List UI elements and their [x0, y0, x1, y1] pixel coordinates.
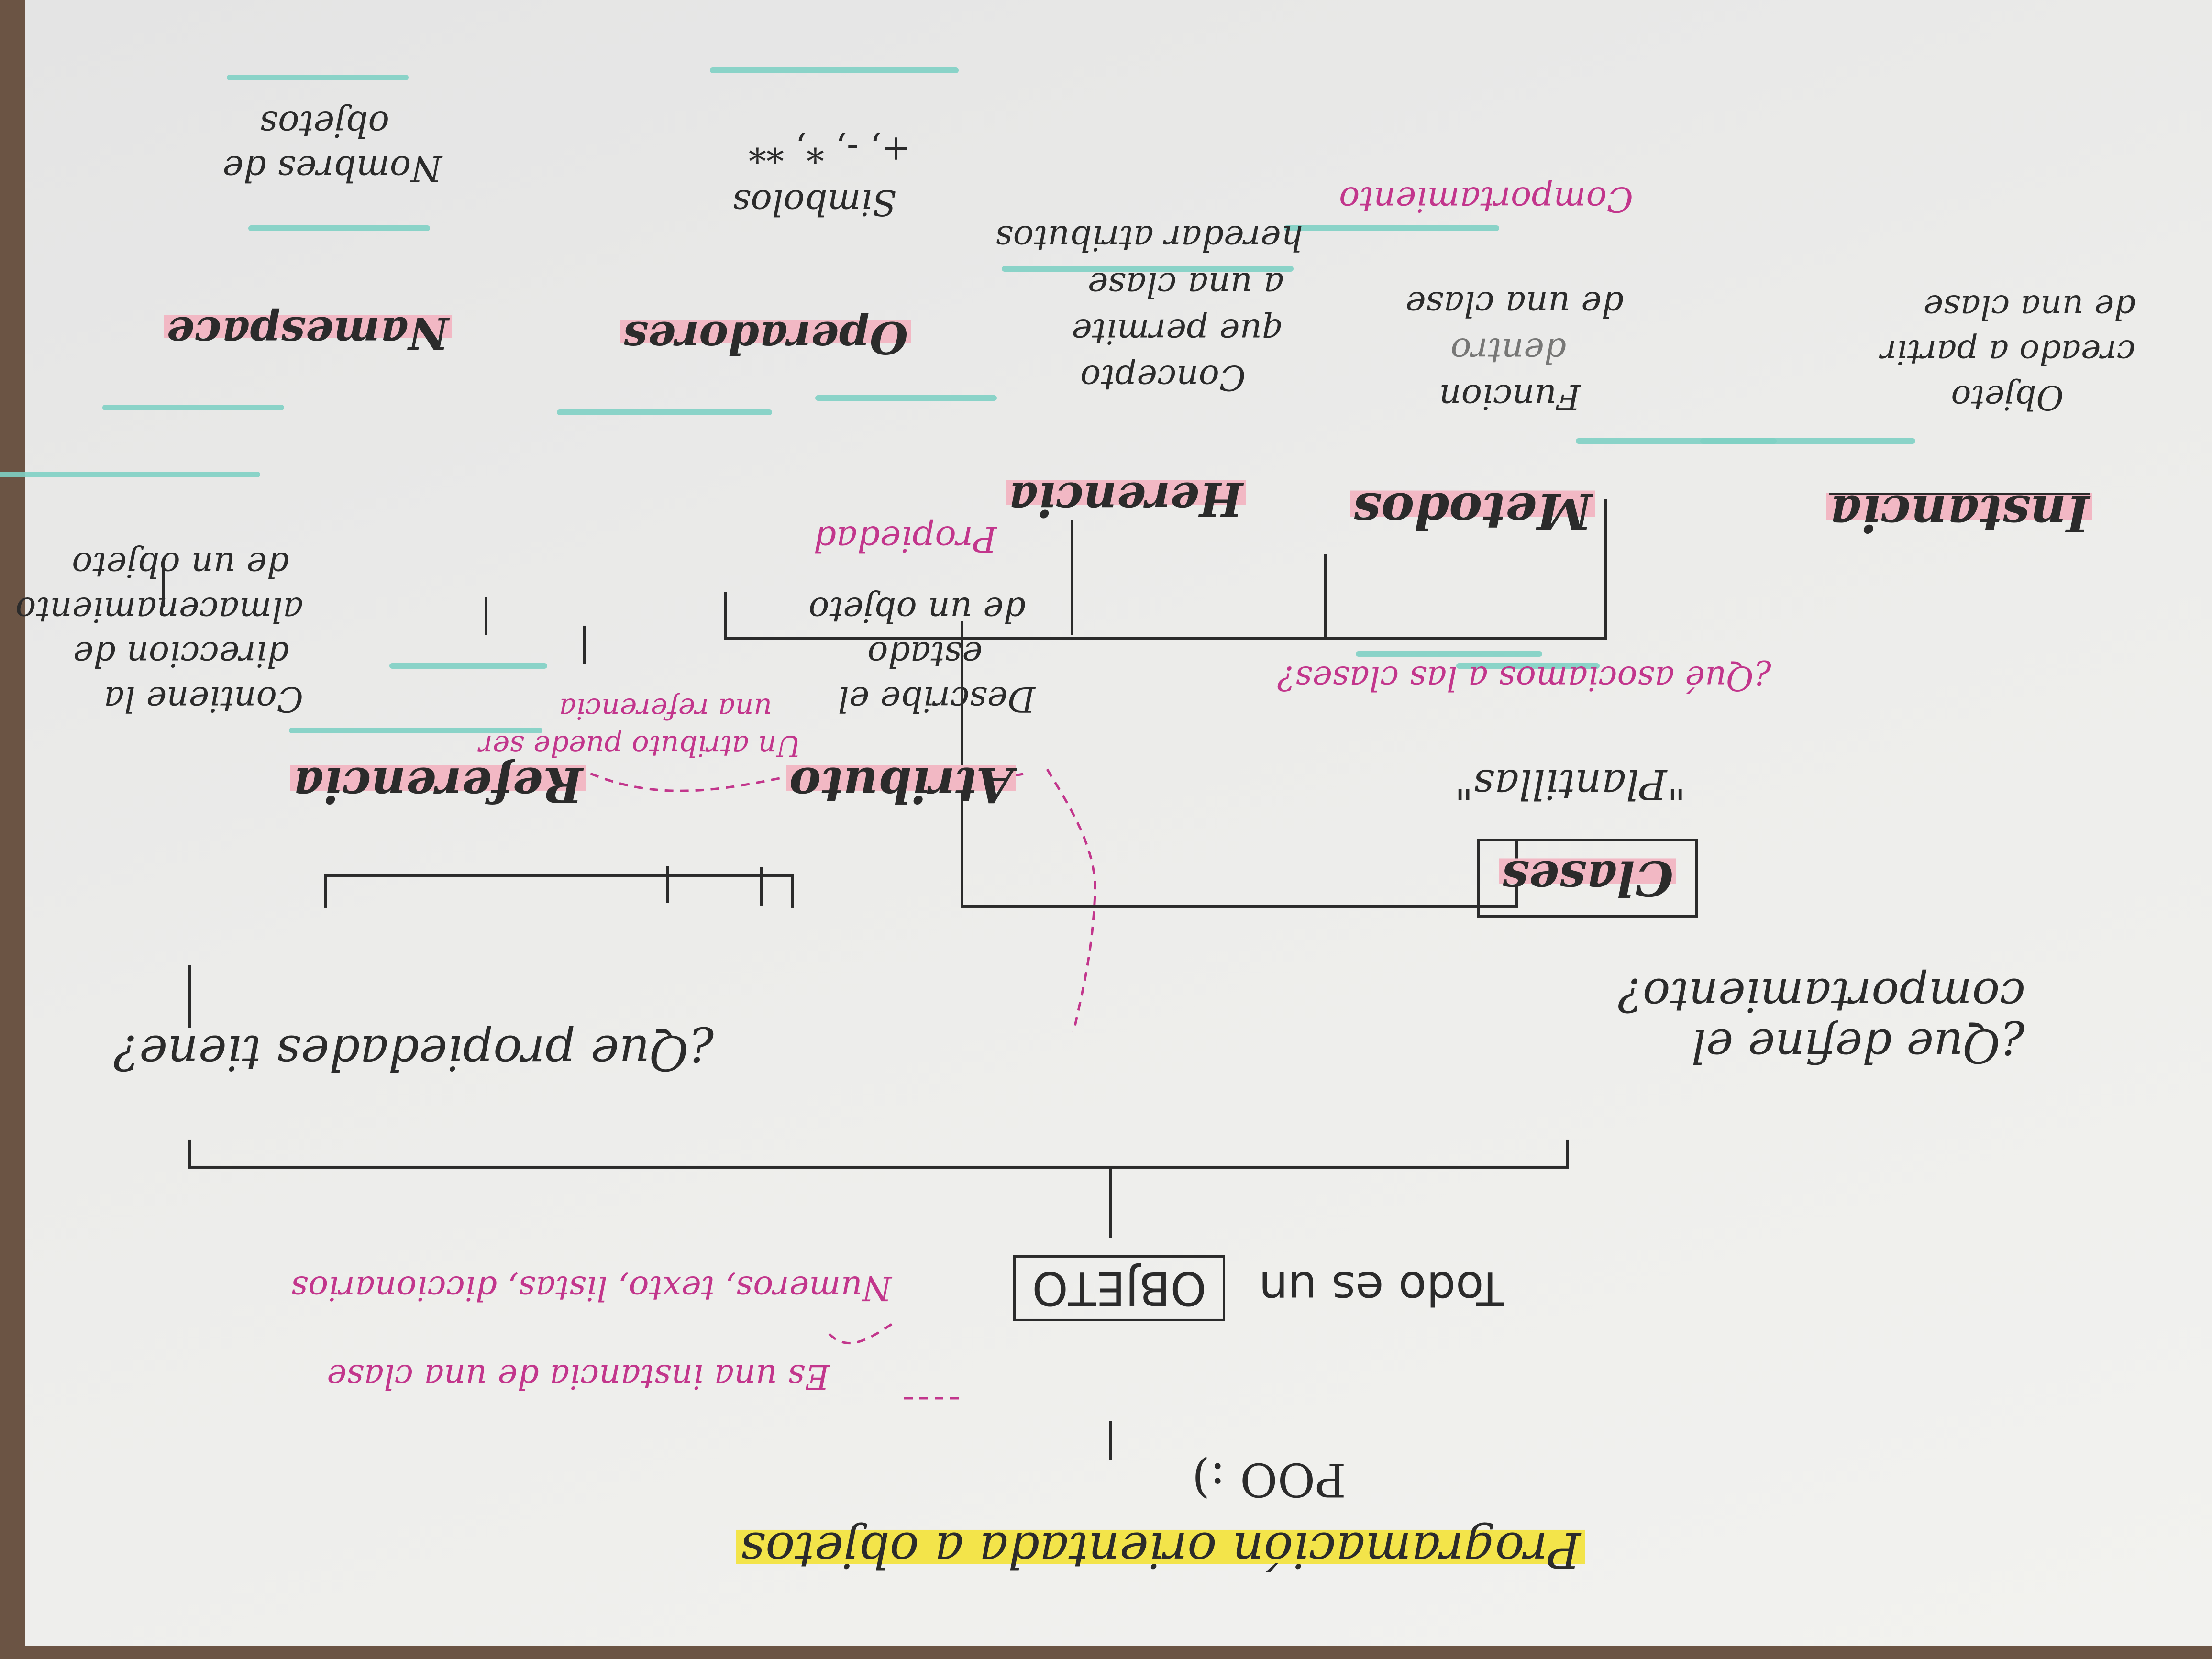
accent-stroke [1284, 225, 1499, 231]
plantillas-label: "Plantillas" [1454, 760, 1686, 808]
herencia-desc-3: a una clase [1087, 265, 1284, 305]
root-prefix: Todo es un [1259, 1261, 1504, 1315]
page-subtitle: POO :) [1192, 1453, 1346, 1506]
herencia-desc: Concepto que permite a una clase heredar… [995, 215, 1303, 401]
page-title: Programación orientada a objetos [735, 1521, 1585, 1578]
root-note-types: Numeros, texto, listas, diccionarios [291, 1269, 892, 1308]
title-text: Programación orientada a objetos [735, 1521, 1585, 1578]
referencia-desc-2: direccion de [73, 634, 289, 675]
notebook-page [25, 0, 2212, 1646]
metodos-note: Comportamiento [1339, 179, 1633, 220]
clases-node: Clases [1477, 839, 1698, 918]
instancia-desc-1: Objeto [1951, 378, 2064, 417]
atributo-node: Atributo [786, 757, 1016, 813]
herencia-desc-1: Concepto [1080, 358, 1246, 398]
link-note: Un atributo puede ser una referencia [479, 690, 801, 764]
accent-stroke [815, 395, 997, 401]
namespace-desc: Nombres de objetos [222, 102, 442, 190]
subtitle-text: POO :) [1192, 1453, 1346, 1506]
atributo-desc-1: Describe el [838, 679, 1035, 719]
herencia-desc-2: que permite [1072, 311, 1284, 352]
referencia-desc-3: almacenamiento [15, 589, 303, 630]
instancia-desc-3: de una clase [1923, 288, 2135, 327]
instancia-desc-2: creado a partir [1880, 332, 2135, 372]
referencia-label: Referencia [289, 757, 586, 813]
namespace-desc-2: objetos [260, 103, 389, 145]
operadores-desc-1: Simbolos [732, 182, 896, 223]
accent-stroke [248, 225, 430, 231]
referencia-desc-1: Contiene la [103, 679, 303, 719]
root-node: Todo es un OBJETO [1013, 1255, 1504, 1321]
namespace-label: Namespace [164, 307, 452, 359]
accent-stroke [1356, 651, 1542, 657]
link-note-1: Un atributo puede ser [479, 729, 801, 763]
accent-stroke [102, 405, 284, 410]
herencia-label: Herencia [1005, 472, 1246, 526]
operadores-desc: Simbolos +, -, *, ** [732, 122, 911, 229]
metodos-desc-3: de una clase [1405, 284, 1624, 324]
atributo-desc-2: estado [867, 634, 983, 675]
atributo-note: Propiedad [813, 518, 997, 559]
link-note-2: una referencia [559, 692, 772, 725]
metodos-node: Metodos [1350, 482, 1595, 541]
atributo-desc: Describe el estado de un objeto [808, 587, 1035, 721]
herencia-node: Herencia [1005, 472, 1246, 526]
atributo-desc-3: de un objeto [808, 589, 1026, 630]
operadores-node: Operadores [620, 312, 911, 364]
metodos-label: Metodos [1350, 482, 1595, 541]
asociamos-question: ¿Qué asociamos a las clases? [1277, 659, 1772, 698]
instancia-label: Instancia [1826, 484, 2092, 543]
accent-stroke [1576, 438, 1777, 444]
namespace-node: Namespace [164, 307, 452, 359]
accent-stroke [0, 472, 260, 477]
referencia-node: Referencia [289, 757, 586, 813]
accent-stroke [227, 75, 409, 80]
root-object-box: OBJETO [1013, 1255, 1225, 1321]
metodos-desc-2: dentro [1450, 330, 1566, 371]
behaviour-question: ¿Que define el comportamiento? [1547, 968, 2025, 1073]
referencia-desc: Contiene la direccion de almacenamiento … [15, 542, 303, 721]
operadores-label: Operadores [620, 312, 911, 364]
behaviour-question-text: ¿Que define el comportamiento? [1618, 968, 2025, 1073]
namespace-desc-1: Nombres de [222, 148, 442, 189]
accent-stroke [389, 663, 547, 669]
clases-label: Clases [1499, 850, 1676, 907]
clases-box: Clases [1477, 839, 1698, 918]
instancia-node: Instancia [1826, 484, 2092, 543]
operadores-desc-2: +, -, *, ** [748, 129, 911, 170]
properties-question: ¿Que propiedades tiene? [113, 1025, 715, 1081]
accent-stroke [557, 409, 772, 415]
metodos-desc-1: Funcion [1439, 377, 1581, 417]
referencia-desc-4: de un objeto [72, 545, 289, 586]
atributo-label: Atributo [786, 757, 1016, 813]
herencia-desc-4: heredar atributos [995, 218, 1303, 259]
root-note-instance: Es una instancia de una clase [327, 1357, 830, 1396]
accent-stroke [710, 67, 959, 73]
metodos-desc: Funcion dentro de una clase [1405, 280, 1624, 420]
instancia-desc: Objeto creado a partir de una clase [1880, 285, 2135, 420]
